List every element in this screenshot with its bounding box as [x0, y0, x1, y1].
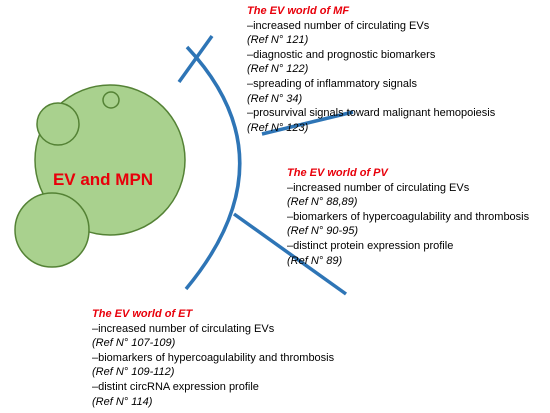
connector-arc [184, 45, 242, 291]
mf-item-1: –increased number of circulating EVs [247, 19, 430, 32]
tiny-bubble-top [102, 91, 120, 109]
pv-item-1: –increased number of circulating EVs [287, 181, 470, 194]
et-ref-3: (Ref N° 114) [92, 395, 153, 408]
mf-item-3: –spreading of inflammatory signals [247, 77, 417, 90]
mf-title: The EV world of MF [247, 5, 350, 17]
mf-ref-3: (Ref N° 34) [247, 92, 303, 105]
connector-line-pv [261, 110, 354, 136]
pv-ref-2: (Ref N° 90-95) [287, 225, 359, 238]
et-ref-2: (Ref N° 109-112) [92, 366, 175, 379]
mf-ref-4: (Ref N° 123) [247, 121, 309, 134]
mf-ref-2: (Ref N° 122) [247, 63, 309, 76]
mf-item-4: –prosurvival signals toward malignant he… [247, 107, 496, 120]
large-bubble-bottom [14, 192, 90, 268]
pv-title: The EV world of PV [287, 167, 388, 179]
mf-item-2: –diagnostic and prognostic biomarkers [247, 48, 436, 61]
small-bubble-top [36, 102, 80, 146]
et-item-1: –increased number of circulating EVs [92, 322, 275, 335]
et-item-3: –distint circRNA expression profile [92, 380, 259, 393]
center-label: EV and MPN [52, 170, 154, 189]
et-item-2: –biomarkers of hypercoagulability and th… [92, 351, 335, 364]
connector-line-et [232, 212, 348, 296]
connector-line-mf [177, 34, 214, 84]
et-block: The EV world of ET –increased number of … [92, 307, 334, 409]
mf-ref-1: (Ref N° 121) [247, 34, 309, 47]
pv-ref-3: (Ref N° 89) [287, 254, 343, 267]
pv-item-3: –distinct protein expression profile [287, 239, 454, 252]
et-ref-1: (Ref N° 107-109) [92, 337, 176, 350]
mf-block: The EV world of MF –increased number of … [247, 4, 495, 135]
pv-block: The EV world of PV –increased number of … [287, 166, 529, 268]
et-title: The EV world of ET [92, 308, 193, 320]
pv-item-2: –biomarkers of hypercoagulability and th… [287, 210, 530, 223]
pv-ref-1: (Ref N° 88,89) [287, 196, 358, 209]
